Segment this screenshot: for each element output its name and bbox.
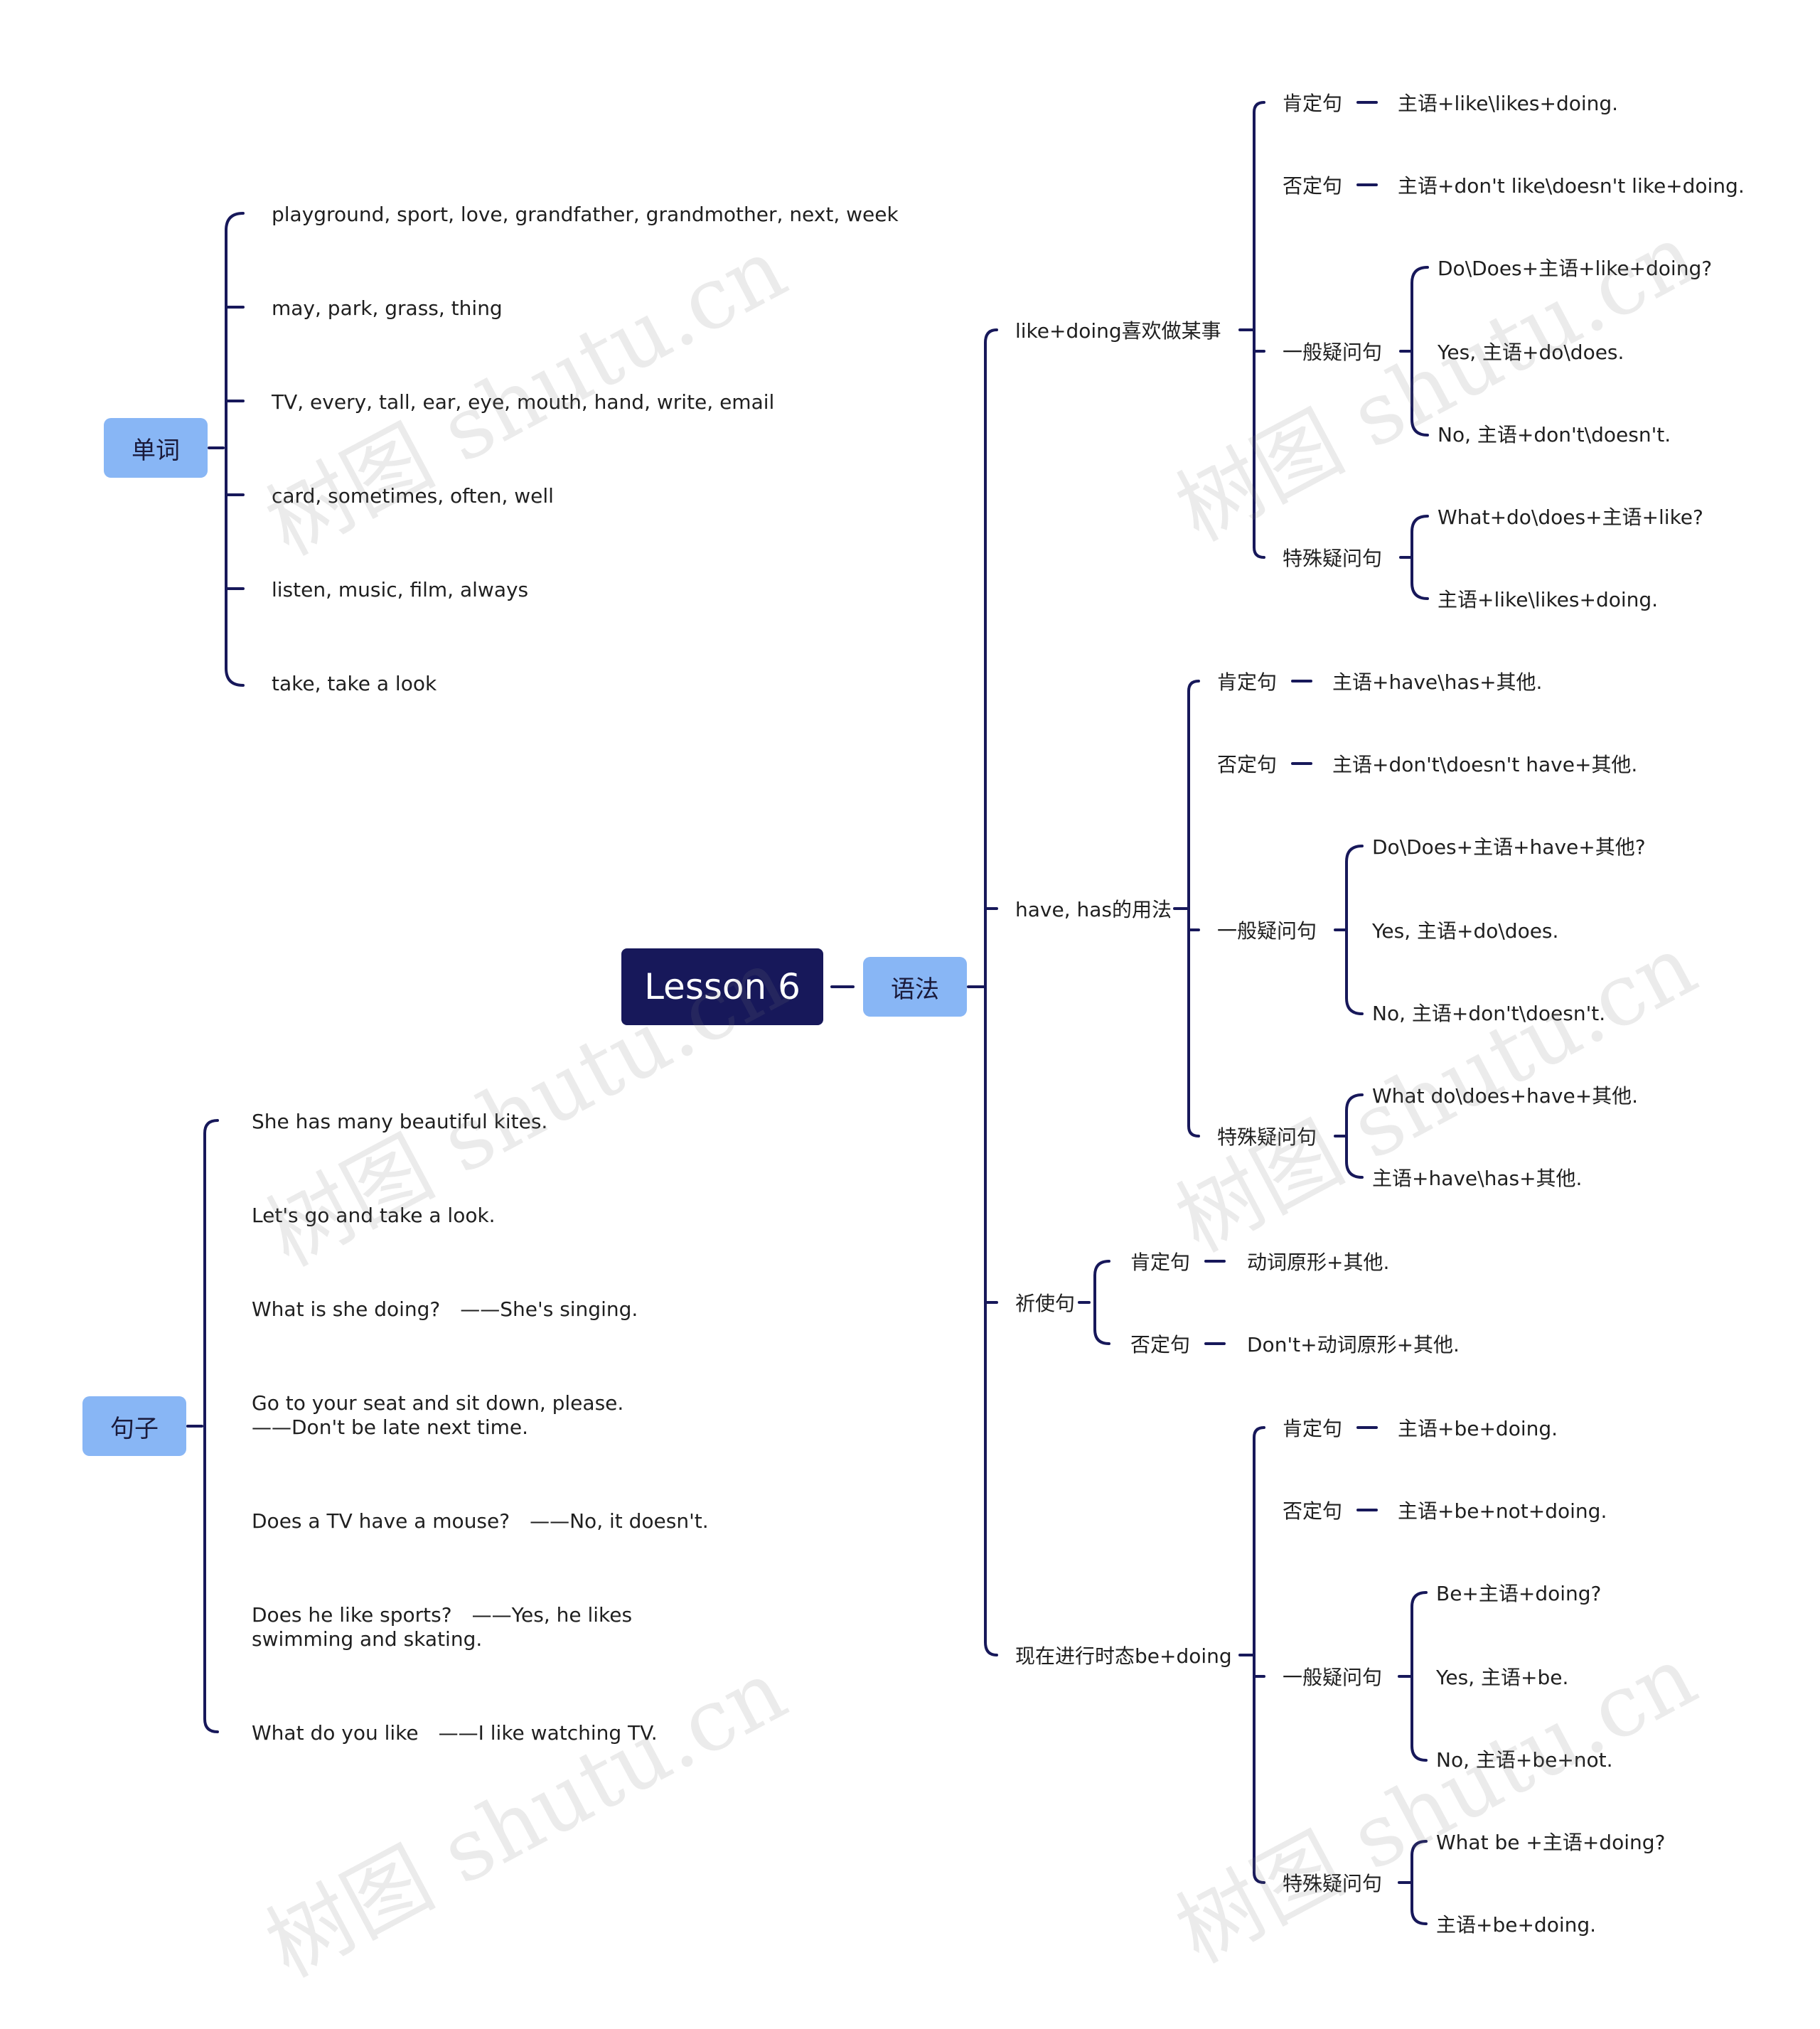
prog-pos-value[interactable]: 主语+be+doing. (1398, 1417, 1558, 1440)
root-node[interactable]: Lesson 6 (621, 948, 823, 1025)
have-q-label[interactable]: 一般疑问句 (1217, 919, 1317, 943)
have-neg-label[interactable]: 否定句 (1217, 753, 1278, 776)
sentence-item-line1[interactable]: Does he like sports? ——Yes, he likes (252, 1603, 633, 1627)
have-q-item[interactable]: Yes, 主语+do\does. (1372, 919, 1559, 943)
have-wh-item[interactable]: 主语+have\has+其他. (1372, 1167, 1583, 1190)
sentence-item[interactable]: Does a TV have a mouse? ——No, it doesn't… (252, 1509, 709, 1533)
like-q-label[interactable]: 一般疑问句 (1283, 341, 1383, 364)
have-wh-item[interactable]: What do\does+have+其他. (1372, 1084, 1639, 1108)
have-q-item[interactable]: Do\Does+主语+have+其他? (1372, 835, 1646, 859)
vocab-item[interactable]: card, sometimes, often, well (272, 484, 554, 508)
have-neg-value[interactable]: 主语+don't\doesn't have+其他. (1332, 753, 1638, 776)
vocab-item[interactable]: take, take a look (272, 672, 437, 695)
like-pos-value[interactable]: 主语+like\likes+doing. (1398, 92, 1619, 115)
prog-wh-item[interactable]: 主语+be+doing. (1436, 1913, 1597, 1937)
like-wh-item[interactable]: 主语+like\likes+doing. (1438, 588, 1659, 611)
like-q-item[interactable]: No, 主语+don't\doesn't. (1438, 423, 1671, 446)
vocab-item[interactable]: listen, music, film, always (272, 578, 529, 601)
prog-neg-label[interactable]: 否定句 (1283, 1499, 1343, 1523)
sentence-item[interactable]: What do you like ——I like watching TV. (252, 1721, 658, 1745)
sentence-item[interactable]: Let's go and take a look. (252, 1204, 496, 1227)
topic-sentences[interactable]: 句子 (82, 1396, 186, 1456)
topic-vocab[interactable]: 单词 (104, 418, 208, 478)
have-pos-label[interactable]: 肯定句 (1217, 670, 1278, 694)
vocab-item[interactable]: may, park, grass, thing (272, 296, 503, 320)
topic-grammar[interactable]: 语法 (863, 957, 967, 1017)
imp-neg-value[interactable]: Don't+动词原形+其他. (1247, 1333, 1460, 1356)
like-wh-label[interactable]: 特殊疑问句 (1283, 547, 1383, 570)
have-has-topic[interactable]: have, has的用法 (1015, 898, 1172, 921)
vocab-item[interactable]: TV, every, tall, ear, eye, mouth, hand, … (272, 390, 775, 414)
have-q-item[interactable]: No, 主语+don't\doesn't. (1372, 1002, 1606, 1025)
prog-wh-item[interactable]: What be +主语+doing? (1436, 1831, 1666, 1854)
sentence-item-line1[interactable]: Go to your seat and sit down, please. (252, 1391, 624, 1415)
like-pos-label[interactable]: 肯定句 (1283, 92, 1343, 115)
sentence-item-line2[interactable]: ——Don't be late next time. (252, 1415, 529, 1439)
prog-q-label[interactable]: 一般疑问句 (1283, 1666, 1383, 1689)
like-wh-item[interactable]: What+do\does+主语+like? (1438, 505, 1703, 529)
imperative-topic[interactable]: 祈使句 (1015, 1292, 1076, 1315)
vocab-item[interactable]: playground, sport, love, grandfather, gr… (272, 203, 899, 226)
like-q-item[interactable]: Yes, 主语+do\does. (1438, 341, 1624, 364)
prog-wh-label[interactable]: 特殊疑问句 (1283, 1872, 1383, 1895)
imp-pos-value[interactable]: 动词原形+其他. (1247, 1251, 1390, 1274)
have-wh-label[interactable]: 特殊疑问句 (1217, 1125, 1317, 1149)
have-pos-value[interactable]: 主语+have\has+其他. (1332, 670, 1543, 694)
imp-neg-label[interactable]: 否定句 (1130, 1333, 1191, 1356)
prog-q-item[interactable]: Yes, 主语+be. (1436, 1666, 1569, 1689)
like-q-item[interactable]: Do\Does+主语+like+doing? (1438, 257, 1713, 280)
sentence-item[interactable]: What is she doing? ——She's singing. (252, 1297, 638, 1321)
sentence-item-line2[interactable]: swimming and skating. (252, 1627, 483, 1651)
like-doing-topic[interactable]: like+doing喜欢做某事 (1015, 319, 1221, 343)
imp-pos-label[interactable]: 肯定句 (1130, 1251, 1191, 1274)
prog-q-item[interactable]: No, 主语+be+not. (1436, 1748, 1613, 1772)
prog-pos-label[interactable]: 肯定句 (1283, 1417, 1343, 1440)
progressive-topic[interactable]: 现在进行时态be+doing (1015, 1644, 1232, 1668)
like-neg-label[interactable]: 否定句 (1283, 174, 1343, 198)
prog-neg-value[interactable]: 主语+be+not+doing. (1398, 1499, 1607, 1523)
like-neg-value[interactable]: 主语+don't like\doesn't like+doing. (1398, 174, 1745, 198)
prog-q-item[interactable]: Be+主语+doing? (1436, 1582, 1602, 1605)
sentence-item[interactable]: She has many beautiful kites. (252, 1110, 548, 1133)
